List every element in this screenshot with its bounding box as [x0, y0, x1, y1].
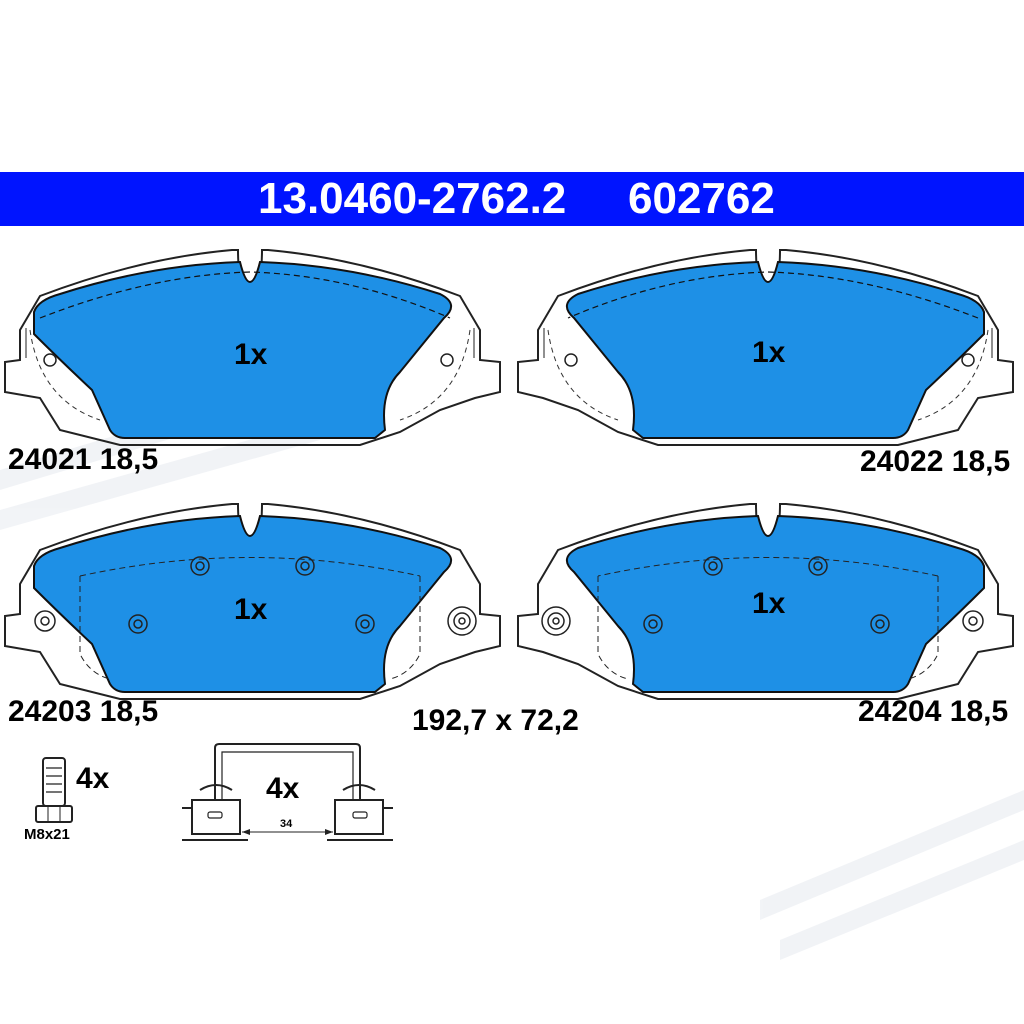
pad-label-24204: 24204 18,5 [858, 695, 1008, 729]
clip-spacing: 34 [280, 818, 293, 830]
bolt-qty: 4x [76, 762, 110, 795]
pad-part-number: 24022 [860, 445, 944, 478]
part-number-banner: 13.0460-2762.2 602762 [0, 172, 1024, 226]
bolt-size: M8x21 [24, 826, 70, 843]
pad-thickness: 18,5 [951, 445, 1011, 478]
pad-qty-24021: 1x [234, 338, 268, 371]
pad-thickness: 18,5 [99, 695, 159, 728]
pad-part-number: 24204 [858, 695, 942, 728]
pad-24203 [4, 503, 501, 700]
pad-label-24021: 24021 18,5 [8, 443, 158, 477]
clip-qty: 4x [266, 772, 300, 805]
pad-thickness: 18,5 [99, 443, 159, 476]
pad-dimensions: 192,7 x 72,2 [412, 704, 579, 737]
pad-label-24203: 24203 18,5 [8, 695, 158, 729]
part-number: 13.0460-2762.2 [258, 174, 567, 223]
pad-24022 [517, 249, 1014, 446]
pad-qty-24203: 1x [234, 593, 268, 626]
pad-24021 [4, 249, 501, 446]
clip-icon [182, 743, 393, 841]
pad-part-number: 24021 [8, 443, 92, 476]
pad-label-24022: 24022 18,5 [860, 445, 1010, 479]
pad-qty-24022: 1x [752, 336, 786, 369]
pad-thickness: 18,5 [949, 695, 1009, 728]
alt-part-number: 602762 [628, 174, 775, 223]
pad-24204 [517, 503, 1014, 700]
pad-part-number: 24203 [8, 695, 92, 728]
bolt-icon [35, 757, 73, 823]
pad-qty-24204: 1x [752, 587, 786, 620]
